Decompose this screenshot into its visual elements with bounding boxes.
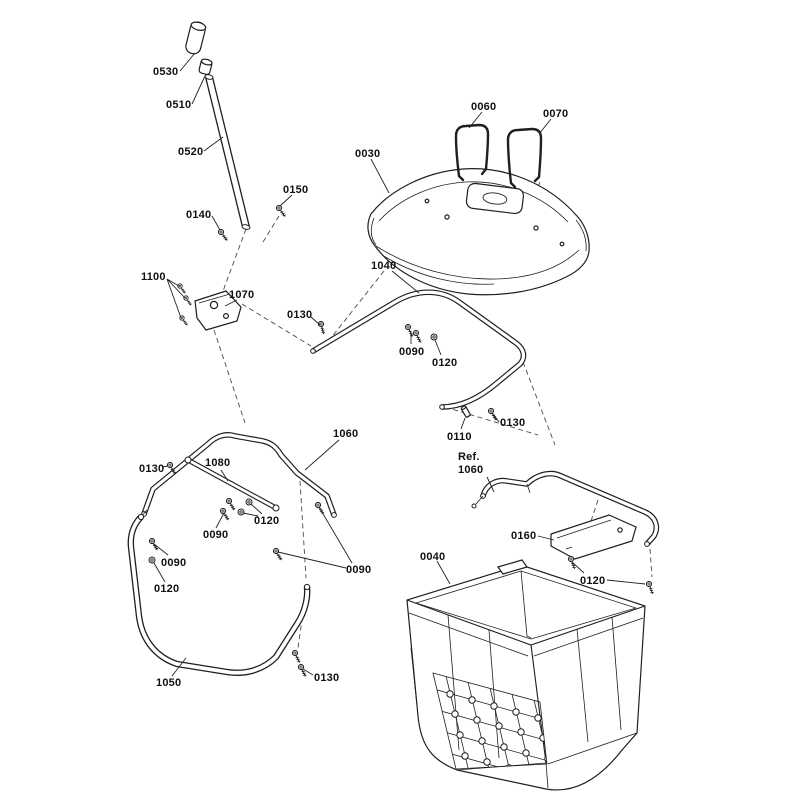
part-label-ref-1060: Ref. 1060 [458,451,484,477]
part-label-0130: 0130 [500,417,526,429]
part-label-0090: 0090 [203,529,229,541]
part-label-1080: 1080 [205,457,231,469]
part-label-0030: 0030 [355,148,381,160]
hood-vent-detail [465,182,525,215]
part-label-0120: 0120 [432,357,458,369]
part-label-1040: 1040 [371,260,397,272]
basket-rim-latch [497,559,528,575]
pin-0110 [460,405,471,418]
part-label-0060: 0060 [471,101,497,113]
frame-1060-ref [471,470,660,547]
handle-collar-0510 [198,58,213,75]
part-label-1050: 1050 [156,677,182,689]
part-label-1060: 1060 [333,428,359,440]
bracket-0160 [550,514,637,560]
part-label-0130: 0130 [139,463,165,475]
wire-bracket-0070 [506,127,543,189]
part-label-0530: 0530 [153,66,179,78]
part-label-0120: 0120 [254,515,280,527]
part-label-0120: 0120 [580,575,606,587]
part-label-0090: 0090 [399,346,425,358]
frame-1040 [310,289,527,410]
rod-1080 [184,456,280,512]
part-label-0120: 0120 [154,583,180,595]
leader-lines [153,52,646,677]
part-label-1100: 1100 [141,271,166,283]
frame-1060 [141,432,337,518]
bail-frame-1050 [127,509,311,676]
bracket-1070 [194,290,242,331]
part-label-1070: 1070 [229,289,255,301]
hood-0030 [367,168,590,296]
part-label-0510: 0510 [166,99,192,111]
part-label-0070: 0070 [543,108,569,120]
part-label-0140: 0140 [186,209,212,221]
part-label-0130: 0130 [287,309,313,321]
part-label-0040: 0040 [420,551,446,563]
handle-tube-0520 [204,74,251,230]
part-label-0090: 0090 [346,564,372,576]
part-label-0130: 0130 [314,672,340,684]
part-label-0110: 0110 [447,431,472,443]
part-label-0090: 0090 [161,557,187,569]
part-label-0150: 0150 [283,184,309,196]
wire-bracket-0060 [454,123,490,182]
handle-cap-0530 [185,21,207,55]
part-label-0160: 0160 [511,530,537,542]
basket-0040 [406,559,646,791]
part-label-0520: 0520 [178,146,204,158]
